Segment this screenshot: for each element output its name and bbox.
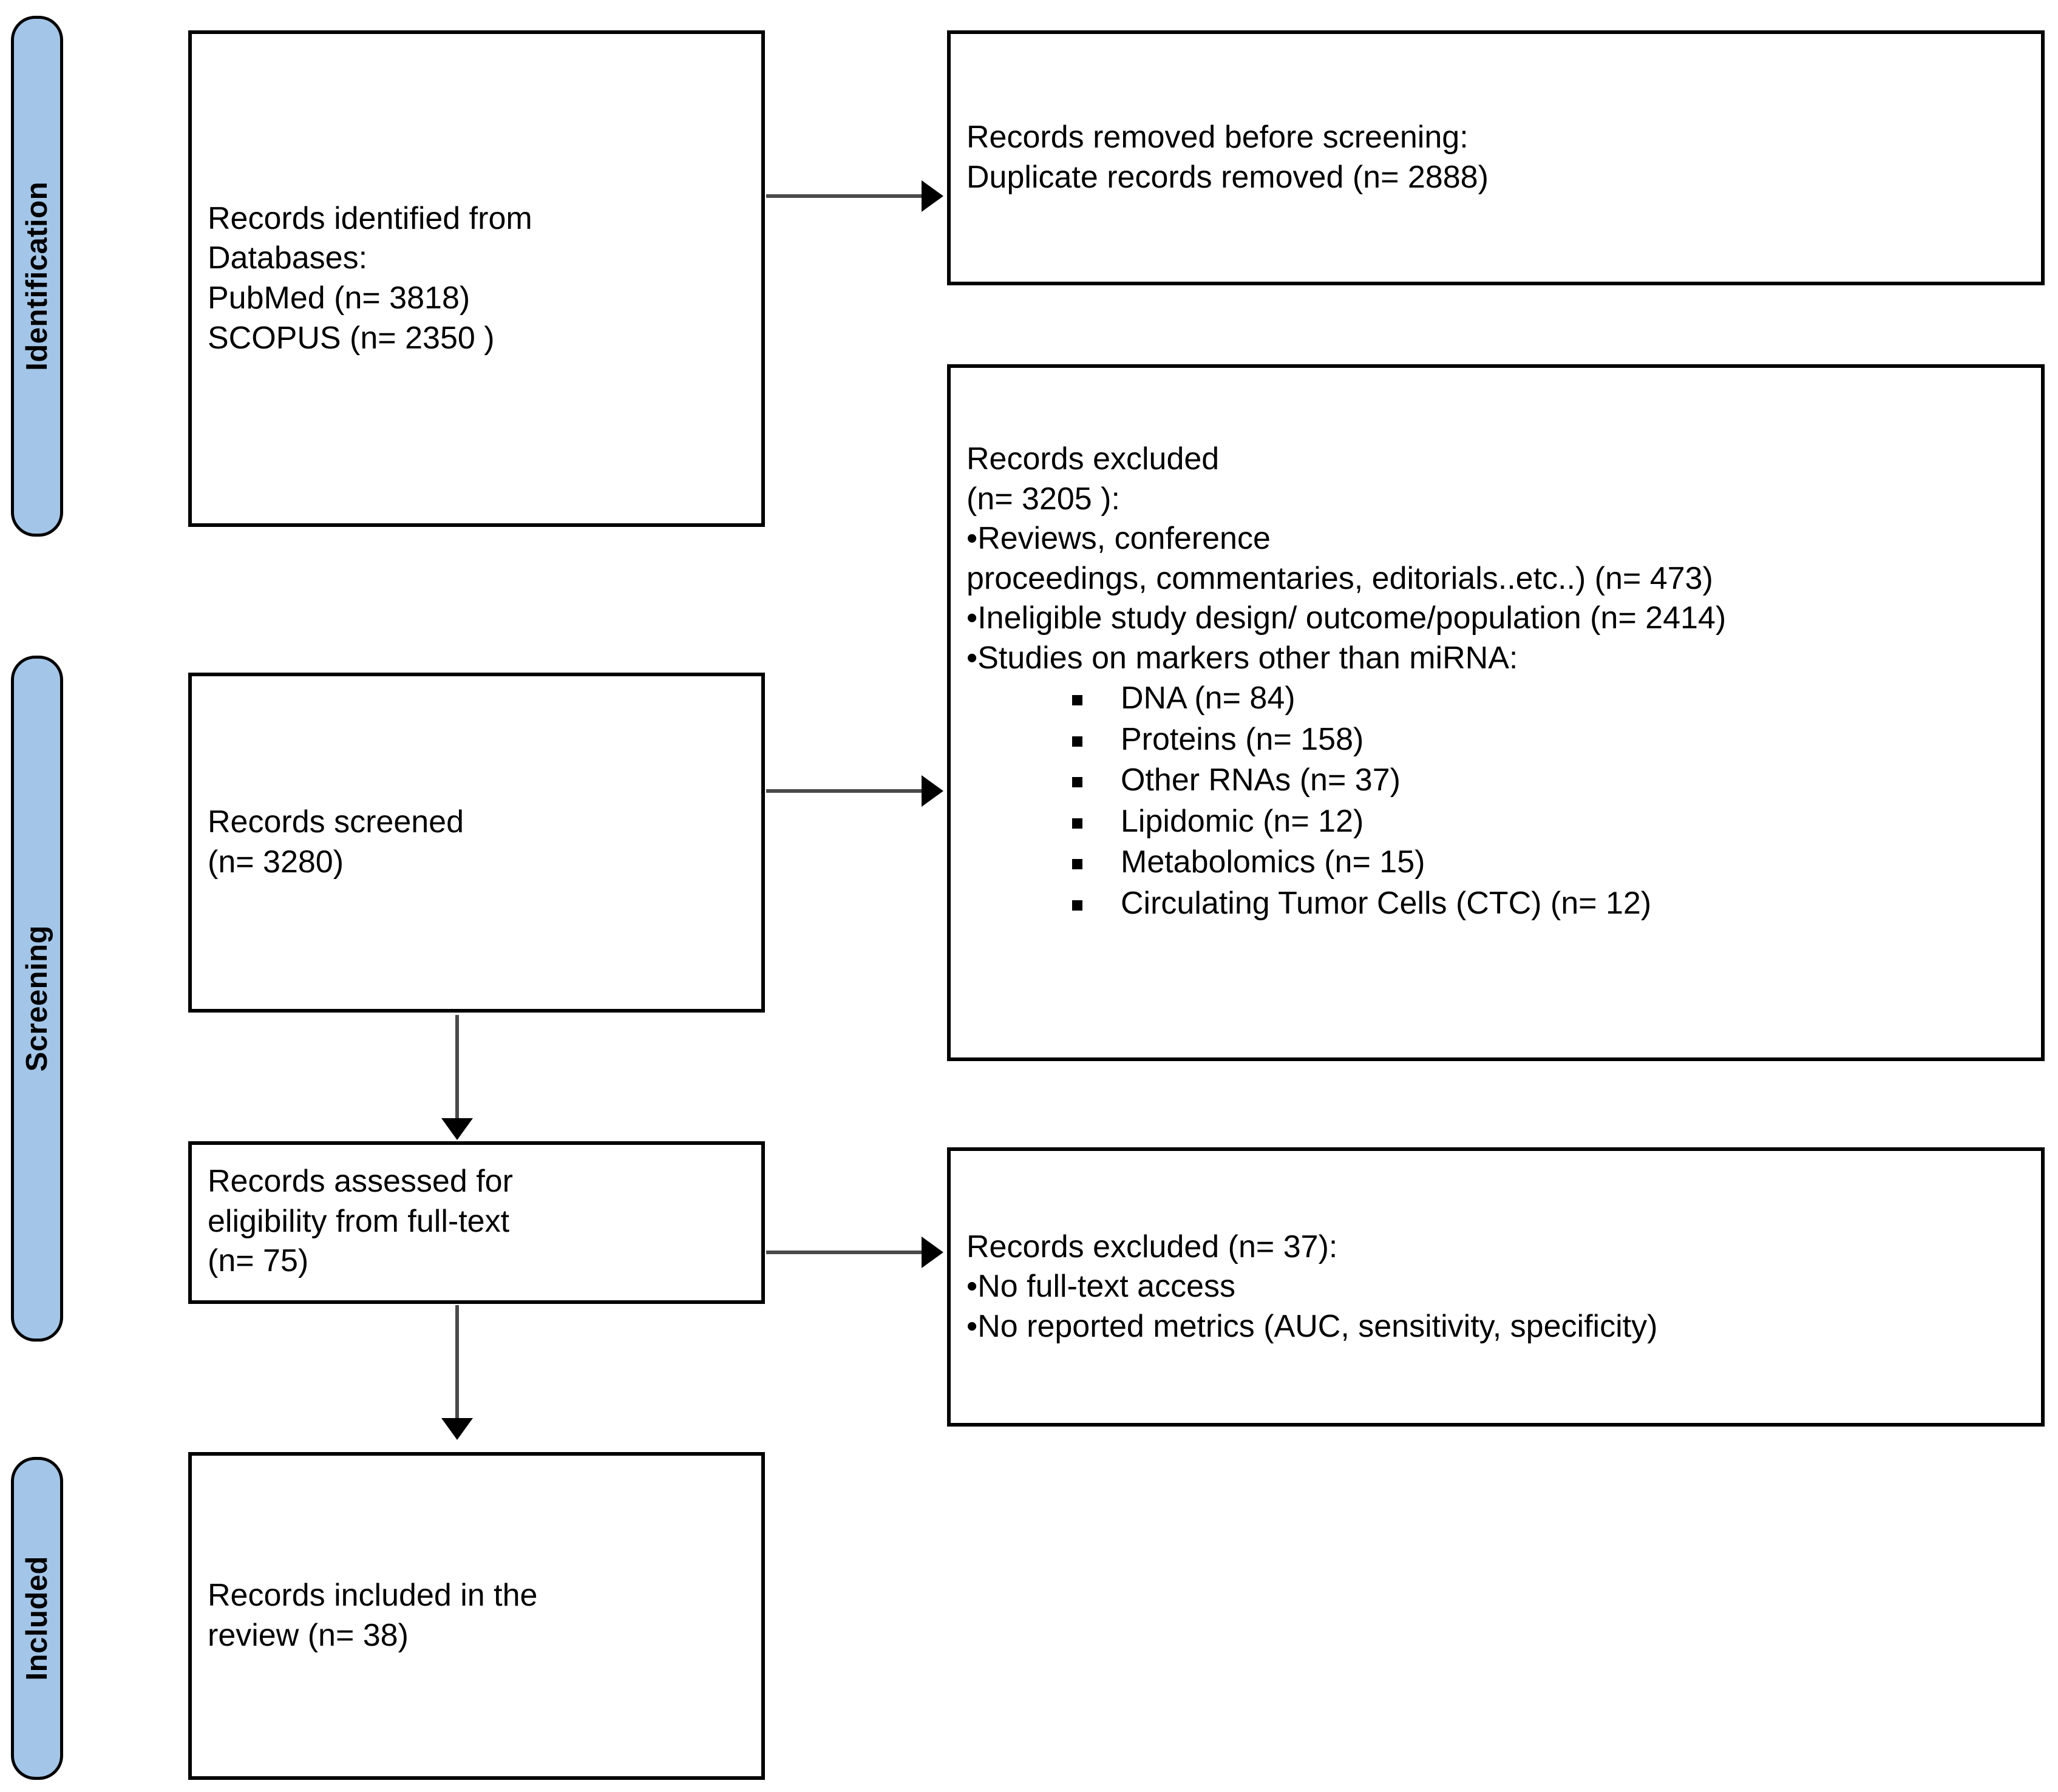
- records-excluded-fulltext-line-1: Records excluded (n= 37):: [966, 1229, 1338, 1264]
- records-screened-line-2: (n= 3280): [208, 844, 344, 880]
- records-removed-line-2: Duplicate records removed (n= 2888): [966, 160, 1489, 195]
- arrow-screened-to-assessed: [455, 1015, 459, 1119]
- arrow-assessed-to-excluded-fulltext: [766, 1251, 923, 1254]
- list-item-marker-lipidomic: Lipidomic (n= 12): [1072, 801, 2025, 843]
- records-excluded-screening-count: (n= 3205 ):: [966, 481, 1120, 517]
- arrow-assessed-to-included: [455, 1305, 459, 1419]
- records-excluded-screening-bullet-3: •Studies on markers other than miRNA:: [966, 640, 1518, 676]
- list-item-marker-ctc: Circulating Tumor Cells (CTC) (n= 12): [1072, 883, 2025, 925]
- box-records-assessed-extension: [188, 1300, 765, 1304]
- arrow-identified-to-removed: [766, 194, 923, 198]
- records-excluded-screening-bullet-1: •Reviews, conference: [966, 521, 1271, 557]
- list-item-marker-metabolomics: Metabolomics (n= 15): [1072, 842, 2025, 883]
- list-item-marker-other-rnas: Other RNAs (n= 37): [1072, 760, 2025, 801]
- records-identified-line-3: PubMed (n= 3818): [208, 280, 470, 316]
- arrow-screened-to-excluded: [766, 789, 923, 793]
- excluded-marker-list: DNA (n= 84) Proteins (n= 158) Other RNAs…: [951, 678, 2041, 925]
- box-records-removed-before-screening: Records removed before screening: Duplic…: [947, 30, 2045, 285]
- records-assessed-line-2: eligibility from full-text: [208, 1203, 510, 1239]
- stage-pill-included: Included: [11, 1457, 63, 1780]
- records-assessed-line-3: (n= 75): [208, 1243, 309, 1279]
- stage-label-screening: Screening: [20, 925, 53, 1072]
- box-records-excluded-screening: Records excluded (n= 3205 ): •Reviews, c…: [947, 364, 2045, 1061]
- list-item-marker-proteins: Proteins (n= 158): [1072, 719, 2025, 761]
- records-assessed-line-1: Records assessed for: [208, 1164, 513, 1199]
- box-records-screened: Records screened (n= 3280): [188, 673, 765, 1013]
- records-included-line-2: review (n= 38): [208, 1618, 409, 1653]
- records-identified-line-2: Databases:: [208, 240, 368, 276]
- records-excluded-screening-bullet-2: •Ineligible study design/ outcome/popula…: [966, 600, 1727, 636]
- box-records-assessed: Records assessed for eligibility from fu…: [188, 1141, 765, 1304]
- box-records-excluded-fulltext: Records excluded (n= 37): •No full-text …: [947, 1147, 2045, 1427]
- records-excluded-fulltext-line-2: •No full-text access: [966, 1269, 1236, 1305]
- records-excluded-fulltext-line-3: •No reported metrics (AUC, sensitivity, …: [966, 1308, 1658, 1344]
- records-identified-line-1: Records identified from: [208, 200, 532, 236]
- records-screened-line-1: Records screened: [208, 804, 464, 840]
- box-records-identified: Records identified from Databases: PubMe…: [188, 30, 765, 527]
- records-excluded-screening-bullet-1-cont: proceedings, commentaries, editorials..e…: [966, 560, 1713, 596]
- list-item-marker-dna: DNA (n= 84): [1072, 678, 2025, 719]
- stage-pill-screening: Screening: [11, 656, 63, 1342]
- stage-label-included: Included: [20, 1556, 53, 1681]
- records-excluded-screening-heading: Records excluded: [966, 441, 1220, 477]
- records-removed-line-1: Records removed before screening:: [966, 120, 1469, 155]
- records-identified-line-4: SCOPUS (n= 2350 ): [208, 320, 495, 356]
- box-records-included: Records included in the review (n= 38): [188, 1452, 765, 1780]
- stage-label-identification: Identification: [20, 182, 53, 371]
- records-included-line-1: Records included in the: [208, 1578, 538, 1614]
- stage-pill-identification: Identification: [11, 16, 63, 537]
